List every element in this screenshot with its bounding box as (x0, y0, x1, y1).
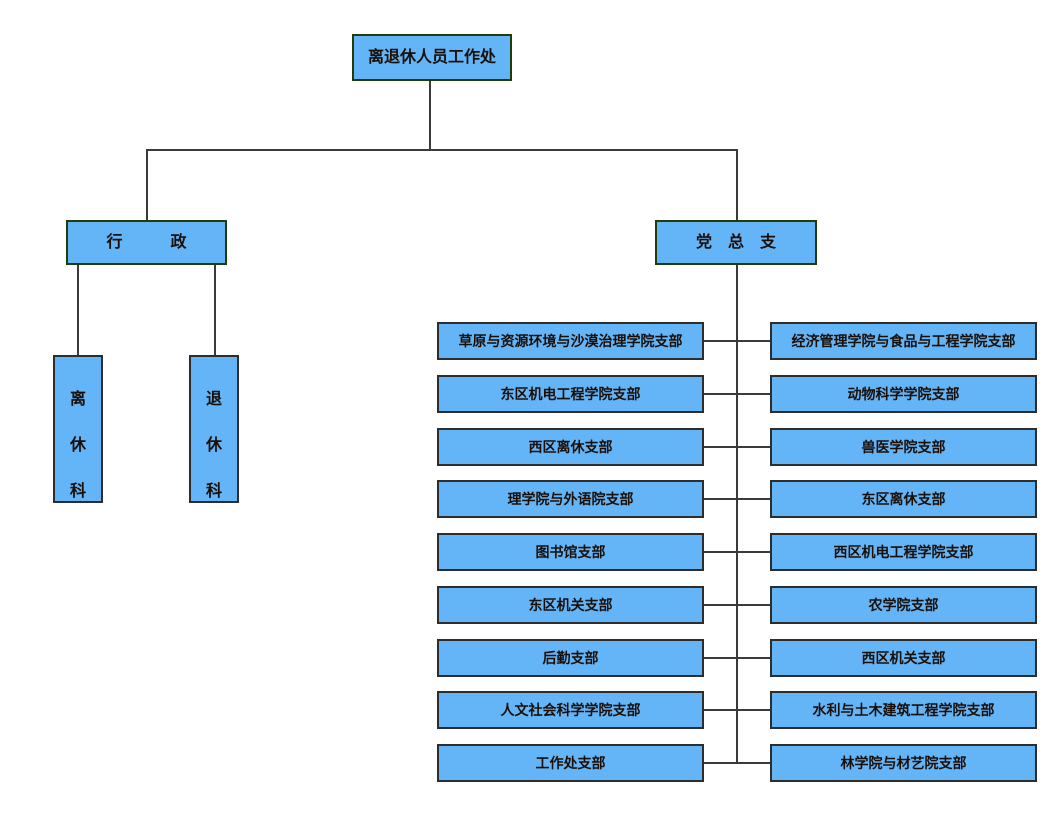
branch-connector-stub (737, 657, 770, 659)
branch-box: 后勤支部 (437, 639, 704, 677)
branch-box-label: 东区离休支部 (861, 491, 946, 507)
branch-row: 东区机电工程学院支部 (437, 375, 738, 413)
branch-box-label: 水利与土木建筑工程学院支部 (812, 702, 995, 718)
branch-box-label: 西区机电工程学院支部 (833, 544, 974, 560)
branch-connector-stub (704, 604, 738, 606)
lixiu-dept-box: 离休科 (53, 355, 103, 503)
branch-box: 动物科学学院支部 (770, 375, 1037, 413)
branch-box: 草原与资源环境与沙漠治理学院支部 (437, 322, 704, 360)
branch-row: 农学院支部 (737, 586, 1038, 624)
branch-connector-stub (737, 551, 770, 553)
branch-connector-stub (737, 762, 770, 764)
branch-box-label: 东区机关支部 (528, 597, 613, 613)
branch-box-label: 农学院支部 (868, 597, 939, 613)
branch-box: 经济管理学院与食品与工程学院支部 (770, 322, 1037, 360)
lixiu-dept-label: 离休科 (69, 391, 86, 500)
branch-connector-stub (737, 393, 770, 395)
branch-row: 西区离休支部 (437, 428, 738, 466)
connector-tuixiu-drop (214, 264, 216, 355)
connector-admin-drop (146, 149, 148, 220)
branch-row: 工作处支部 (437, 744, 738, 782)
party-box-label: 党 总 支 (695, 234, 776, 251)
root-box-label: 离退休人员工作处 (367, 49, 496, 66)
branch-box: 林学院与材艺院支部 (770, 744, 1037, 782)
branch-box: 水利与土木建筑工程学院支部 (770, 691, 1037, 729)
branch-box-label: 西区机关支部 (861, 650, 946, 666)
admin-box: 行 政 (66, 220, 227, 265)
branch-box: 西区机电工程学院支部 (770, 533, 1037, 571)
branch-connector-stub (704, 393, 738, 395)
tuixiu-dept-box: 退休科 (189, 355, 239, 503)
branch-connector-stub (704, 709, 738, 711)
connector-party-drop (736, 149, 738, 220)
branch-box-label: 东区机电工程学院支部 (500, 386, 641, 402)
branch-box: 东区机电工程学院支部 (437, 375, 704, 413)
branch-connector-stub (737, 709, 770, 711)
branch-box: 工作处支部 (437, 744, 704, 782)
branch-row: 草原与资源环境与沙漠治理学院支部 (437, 322, 738, 360)
party-box: 党 总 支 (655, 220, 817, 265)
branch-box: 西区离休支部 (437, 428, 704, 466)
branch-row: 水利与土木建筑工程学院支部 (737, 691, 1038, 729)
branch-row: 动物科学学院支部 (737, 375, 1038, 413)
branch-row: 林学院与材艺院支部 (737, 744, 1038, 782)
branch-row: 兽医学院支部 (737, 428, 1038, 466)
branch-row: 图书馆支部 (437, 533, 738, 571)
branch-box-label: 理学院与外语院支部 (507, 491, 634, 507)
branch-connector-stub (704, 446, 738, 448)
branch-row: 人文社会科学学院支部 (437, 691, 738, 729)
branch-box: 人文社会科学学院支部 (437, 691, 704, 729)
branch-box: 农学院支部 (770, 586, 1037, 624)
branch-connector-stub (704, 340, 738, 342)
branch-box-label: 后勤支部 (542, 650, 599, 666)
branch-connector-stub (737, 498, 770, 500)
branch-box: 理学院与外语院支部 (437, 480, 704, 518)
branch-row: 西区机关支部 (737, 639, 1038, 677)
branch-box-label: 林学院与材艺院支部 (840, 755, 967, 771)
branch-connector-stub (737, 604, 770, 606)
branch-connector-stub (704, 551, 738, 553)
branch-connector-stub (704, 498, 738, 500)
branch-connector-stub (704, 657, 738, 659)
branch-box: 图书馆支部 (437, 533, 704, 571)
branch-box: 兽医学院支部 (770, 428, 1037, 466)
connector-root-drop (429, 80, 431, 150)
connector-lixiu-drop (77, 264, 79, 355)
branch-box-label: 图书馆支部 (535, 544, 606, 560)
branch-connector-stub (737, 340, 770, 342)
branch-row: 理学院与外语院支部 (437, 480, 738, 518)
branch-box-label: 动物科学学院支部 (847, 386, 960, 402)
branch-box: 东区机关支部 (437, 586, 704, 624)
branch-box: 东区离休支部 (770, 480, 1037, 518)
branch-box-label: 经济管理学院与食品与工程学院支部 (791, 333, 1016, 349)
connector-party-trunk (736, 264, 738, 764)
branch-connector-stub (737, 446, 770, 448)
branch-row: 东区离休支部 (737, 480, 1038, 518)
branch-row: 经济管理学院与食品与工程学院支部 (737, 322, 1038, 360)
branch-box-label: 草原与资源环境与沙漠治理学院支部 (458, 333, 683, 349)
admin-box-label: 行 政 (106, 234, 187, 251)
branch-row: 后勤支部 (437, 639, 738, 677)
root-box: 离退休人员工作处 (352, 34, 512, 81)
branch-box-label: 西区离休支部 (528, 439, 613, 455)
branch-box: 西区机关支部 (770, 639, 1037, 677)
branch-box-label: 工作处支部 (535, 755, 606, 771)
tuixiu-dept-label: 退休科 (205, 391, 222, 500)
branch-box-label: 兽医学院支部 (861, 439, 946, 455)
branch-row: 东区机关支部 (437, 586, 738, 624)
branch-box-label: 人文社会科学学院支部 (500, 702, 641, 718)
branch-row: 西区机电工程学院支部 (737, 533, 1038, 571)
connector-main-horizontal (146, 149, 738, 151)
branch-connector-stub (704, 762, 738, 764)
